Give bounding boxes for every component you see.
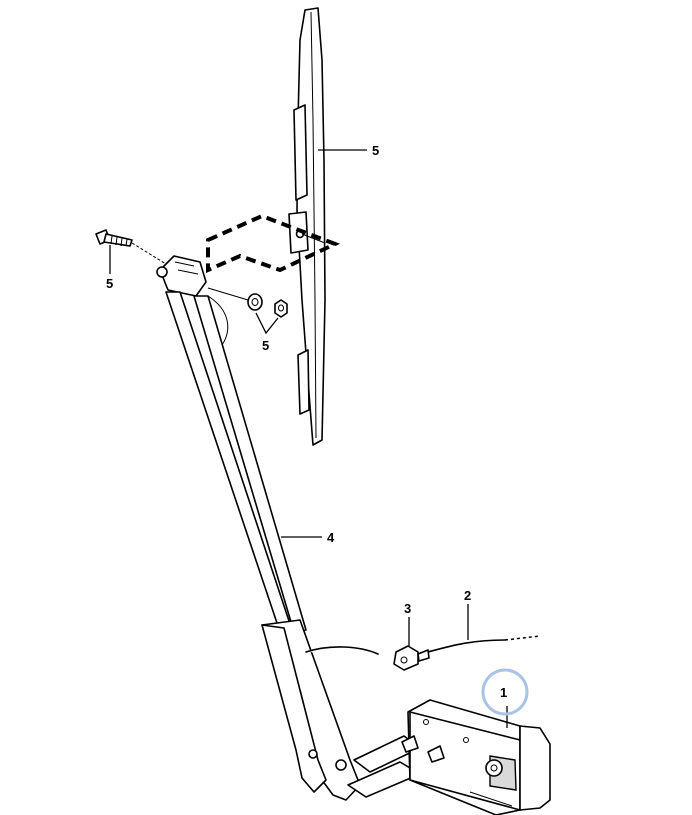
callout-bolt: 5: [106, 276, 113, 291]
callout-hose: 2: [464, 588, 471, 603]
wiper-motor: [347, 699, 551, 815]
washer-nozzle: [393, 645, 430, 671]
callout-washer-nut: 5: [262, 338, 269, 353]
washer-and-nut: [207, 287, 288, 318]
motor-highlight-ring: [481, 668, 529, 716]
callout-nozzle: 3: [404, 601, 411, 616]
callout-wiper-arm: 4: [327, 530, 335, 545]
connection-frame: [206, 213, 341, 274]
washer-hose: [305, 635, 541, 655]
callout-wiper-blade: 5: [372, 143, 379, 158]
wiper-arm: [156, 255, 361, 801]
bolt: [95, 229, 167, 265]
wiper-blade: [288, 7, 326, 446]
callout-motor: 1: [500, 685, 507, 700]
